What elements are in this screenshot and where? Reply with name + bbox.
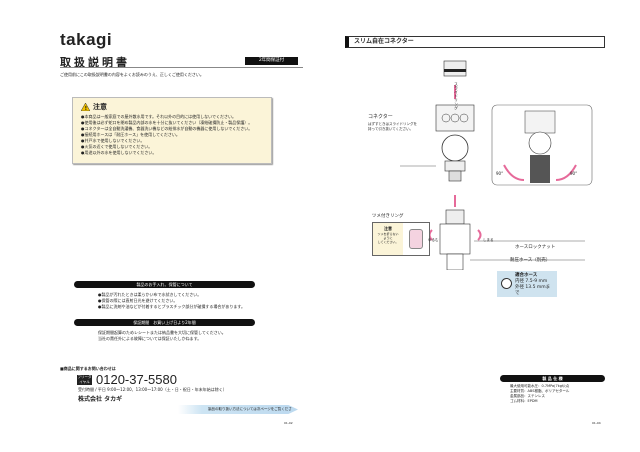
slide-ring-label: スライドリング (454, 82, 459, 110)
care-list: ●製品が汚れたときは柔らかい布で水拭きしてください。 ●保管の際には直射日光を避… (98, 292, 245, 310)
caution-item: ●接続用ホースは「耐圧ホース」を使用してください。 (81, 132, 180, 137)
caution-heading: 注意 (93, 103, 107, 111)
spec-section: 製 品 仕 様 最大使用可能水圧：0.7MPa(7kgf/㎠) 主要材質：ABS… (500, 375, 605, 404)
page-number-left: 01-02 (284, 421, 293, 425)
phone-number-row: フリーダイヤル 0120-37-5580 (77, 372, 177, 387)
warranty-badge: 2年間保証付 (245, 57, 298, 65)
caution-item: ●使用後は必ず蛇口を閉め製品内部の水を十分に抜いてください（凍結破損防止・製品保… (81, 120, 253, 125)
loosen-label: ゆるむ (428, 238, 439, 242)
spec-heading: 製 品 仕 様 (500, 375, 605, 382)
care-heading: 製品のお手入れ、保管について (74, 281, 255, 288)
fit-hose-heading: 適合ホース (515, 273, 538, 278)
note-heading: 注意 (384, 226, 392, 231)
claw-ring-label: ツメ付きリング (372, 214, 404, 219)
contact-heading: ■商品に関するお問い合わせは (60, 366, 116, 371)
connector-diagram (400, 60, 593, 270)
connector-note: はずすときはスライドリングを持って引き抜いてください。 (368, 122, 417, 131)
svg-text:!: ! (85, 106, 87, 111)
next-page-arrow: 製品の取り扱い方法については次ページをご覧ください。 (178, 405, 298, 414)
business-hours: 受付時間 / 平日 9:00〜12:00、13:00〜17:00（土・日・祝日・… (78, 387, 227, 392)
hose-lock-nut-label: ホースロックナット (515, 245, 556, 250)
divider (60, 67, 303, 68)
angle-left: 90° (496, 171, 504, 176)
free-dial-icon: フリーダイヤル (77, 374, 92, 385)
fit-hose-box: 適合ホース 内径 7.5-9 mm 外径 13.5 mmまで (497, 271, 557, 297)
hose-section-icon (501, 278, 512, 289)
company-name: 株式会社 タカギ (78, 396, 123, 403)
fit-hose-outer: 外径 13.5 mmまで (515, 285, 551, 296)
care-item: ●製品が汚れたときは柔らかい布で水拭きしてください。 (98, 292, 202, 297)
tighten-label: しまる (483, 238, 494, 242)
intro-text: ご使用前にこの取扱説明書の内容をよくお読みのうえ、正しくご使用ください。 (60, 72, 204, 77)
spec-item: 金属部品：ステンレス (510, 394, 545, 398)
section-title: スリム自在コネクター (345, 36, 605, 48)
warranty-item: 保証期間起算のためレシートまたは納品書を大切に保管してください。 (98, 330, 226, 335)
spec-item: 主要材質：ABS樹脂、ポリアセタール (510, 389, 570, 393)
caution-item: ●火気の近くで使用しないでください。 (81, 144, 153, 149)
warranty-list: 保証期間起算のためレシートまたは納品書を大切に保管してください。 当社の責任外に… (98, 330, 226, 342)
caution-box: ! 注意 ●本商品は一般家庭での屋外散水用です。それ以外の目的には使用しないでくだ… (72, 97, 272, 164)
page-title: 取扱説明書 (60, 56, 130, 69)
caution-item: ●井戸水で使用しないでください。 (81, 138, 145, 143)
warranty-heading: 保証期間 お買い上げ日より2年間 (74, 319, 255, 326)
pressure-hose-label: 耐圧ホース（別売） (510, 258, 551, 263)
connector-label: コネクター (368, 114, 393, 120)
caution-item: ●コネクターは全自動洗濯機、食器洗い機などの給排水が自動の機器に使用しないでくだ… (81, 126, 253, 131)
warranty-item: 当社の責任外による故障については保証いたしかねます。 (98, 336, 202, 341)
warning-icon: ! (81, 103, 90, 111)
care-item: ●保管の際には直射日光を避けてください。 (98, 298, 178, 303)
angle-right: 90° (570, 171, 578, 176)
claw-ring-illustration (409, 229, 423, 249)
page-number-right: 01-04 (592, 421, 601, 425)
takagi-logo: takagi (60, 30, 113, 49)
claw-note-box: 注意 ツメを折らないようにしてください。 (372, 222, 430, 256)
spec-item: 最大使用可能水圧：0.7MPa(7kgf/㎠) (510, 384, 570, 388)
care-item: ●製品に洗剤や油などが付着するとプラスチック部分が破損する場合があります。 (98, 304, 246, 309)
caution-item: ●本商品は一般家庭での屋外散水用です。それ以外の目的には使用しないでください。 (81, 114, 236, 119)
phone-number: 0120-37-5580 (96, 372, 177, 387)
spec-item: ゴム材料：EPDM (510, 399, 538, 403)
fit-hose-inner: 内径 7.5-9 mm (515, 279, 548, 284)
caution-item: ●用途以外の水を使用しないでください。 (81, 150, 157, 155)
note-text: ツメを折らないようにしてください。 (377, 232, 399, 244)
